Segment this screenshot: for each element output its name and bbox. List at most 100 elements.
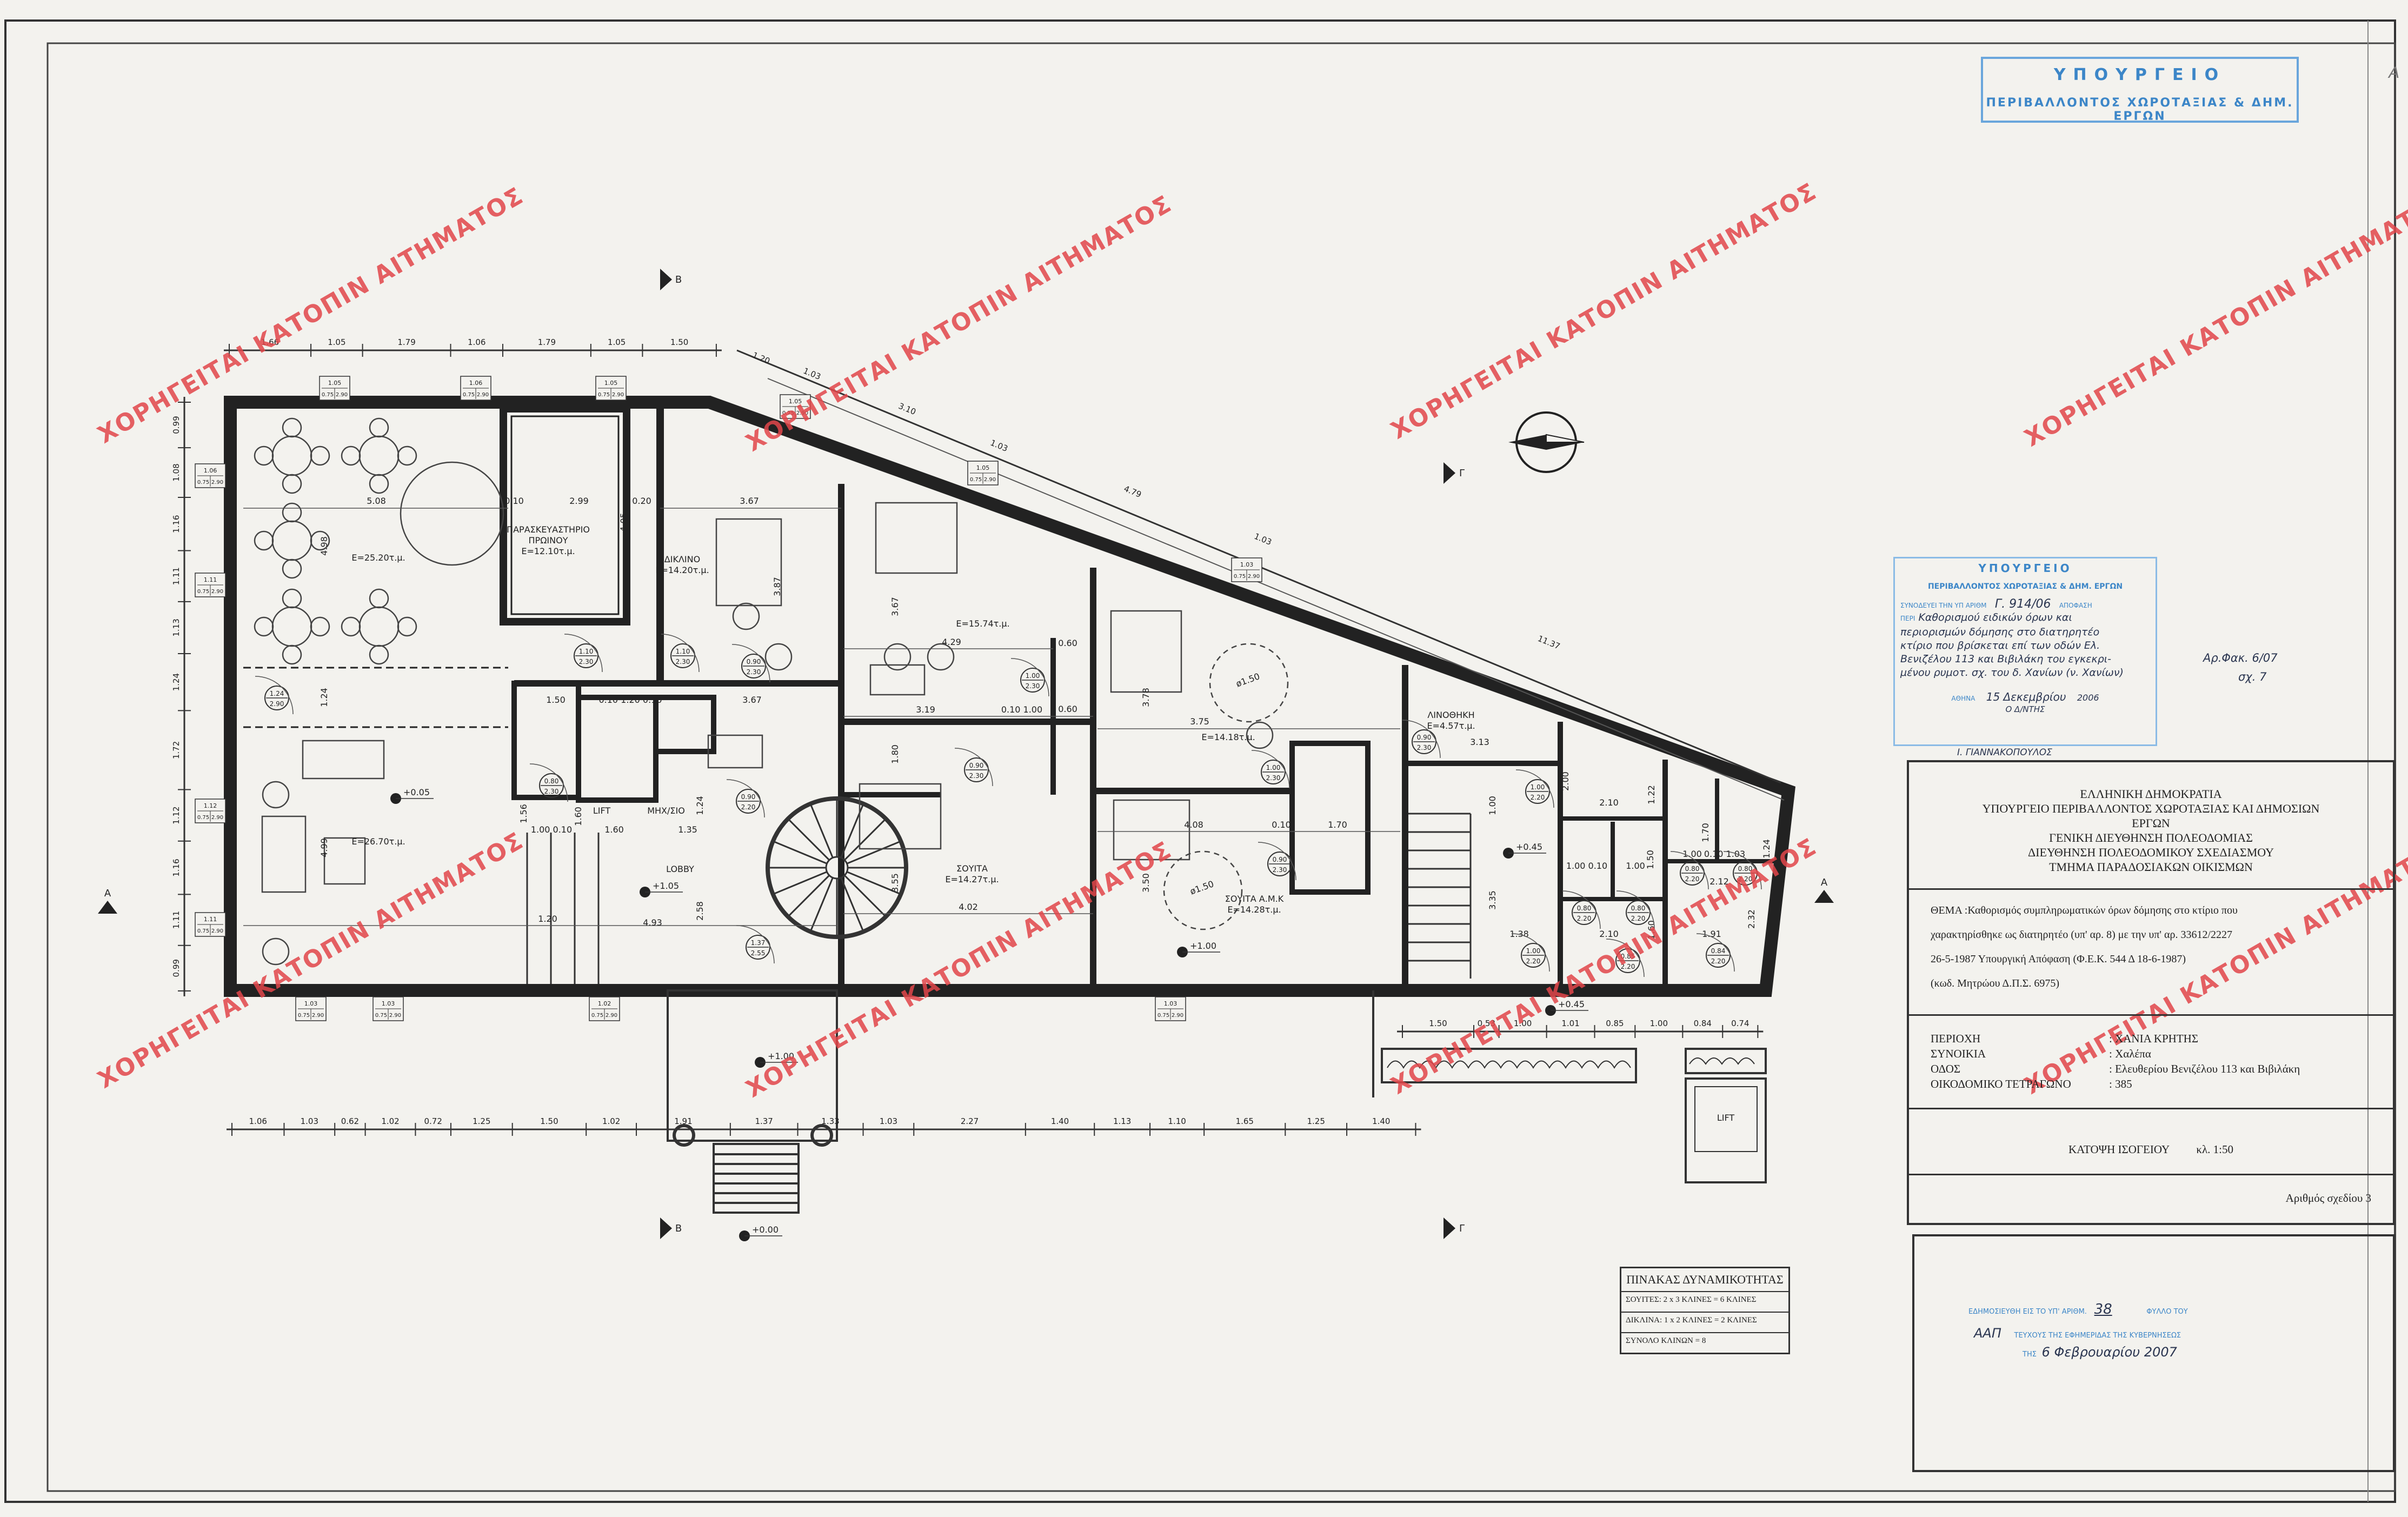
stair-tread [773,840,828,864]
door-width: 0.80 [1631,904,1646,912]
table [358,606,400,647]
level-value: +1.00 [768,1051,794,1061]
room-dimension: 4.02 [959,902,978,912]
room-dimension: 2.99 [569,496,589,506]
room-label: E=4.57τ.μ. [1427,721,1475,731]
bottom-dimension-value: 1.06 [249,1116,267,1126]
door-swing [731,644,770,683]
chair [254,445,274,466]
window-sill: 0.75 [197,589,209,595]
room-dimension: 3.67 [890,597,900,616]
stair-tread [787,818,830,861]
authority-line: ΤΜΗΜΑ ΠΑΡΑΔΟΣΙΑΚΩΝ ΟΙΚΙΣΜΩΝ [2049,860,2253,874]
table [358,435,400,476]
room-label: E=25.20τ.μ. [351,553,405,563]
window-sill: 0.75 [322,392,334,398]
rear-dimension-value: 0.85 [1606,1019,1624,1028]
room-dimension: 1.35 [678,824,697,835]
room-dimension: 1.24 [319,688,329,707]
window-height: 2.90 [211,480,223,485]
room-label: ΣΟΥΙΤΑ [956,863,988,874]
door-height: 2.30 [1273,866,1287,874]
title-block-drawing-number: Αριθμός σχεδίου 3 [1909,1175,2393,1223]
room-label: ΣΟΥΙΤΑ Α.Μ.Κ [1225,894,1284,904]
door-width: 0.90 [969,762,984,769]
entrance-porch [667,989,838,1214]
door-tag: 1.102.30 [564,634,603,673]
field-value: : 385 [2109,1077,2132,1090]
window-sill: 0.75 [197,928,209,934]
chair [282,417,302,438]
stair-tread [787,875,830,917]
furniture-piece [869,664,926,696]
bottom-dimension-value: 1.02 [381,1116,399,1126]
door-width: 1.00 [1266,764,1281,771]
title-block-header: ΕΛΛΗΝΙΚΗ ΔΗΜΟΚΡΑΤΙΑ ΥΠΟΥΡΓΕΙΟ ΠΕΡΙΒΑΛΛΟΝ… [1909,762,2393,890]
level-marker: +1.05 [640,881,683,897]
window-sill: 0.75 [298,1013,310,1019]
door-swing [661,634,700,673]
room-dimension: 3.35 [1487,890,1498,910]
room-label: ΜΗΧ/ΣΙΟ [647,806,685,816]
publication-suffix: ΦΥΛΛΟ ΤΟΥ [2146,1308,2188,1316]
window-height: 2.90 [796,410,808,416]
room-label: E=14.18τ.μ. [1201,732,1255,742]
title-block: ΕΛΛΗΝΙΚΗ ΔΗΜΟΚΡΑΤΙΑ ΥΠΟΥΡΓΕΙΟ ΠΕΡΙΒΑΛΛΟΝ… [1907,760,2395,1225]
room-dimension: 3.75 [1190,716,1209,727]
top-dimension-value: 1.66 [261,337,279,347]
window-width: 1.06 [469,380,483,387]
table [271,606,312,647]
level-value: +0.45 [1516,842,1542,852]
chair [341,616,361,637]
door-tag: 0.842.20 [1696,933,1735,972]
section-label: A [1821,877,1828,888]
title-block-subject: ΘΕΜΑ :Καθορισμός συμπληρωματικών όρων δό… [1909,890,2393,1016]
section-arrow-icon [98,901,117,914]
level-marker: +0.45 [1503,842,1546,859]
room-dimension: 1.70 [1700,823,1711,842]
bottom-dimension-value: 1.91 [674,1116,692,1126]
chair [310,616,330,637]
room-dimension: 1.00 [1626,861,1645,871]
top-dimension-value: 1.50 [670,337,688,347]
furniture-piece [1110,610,1182,693]
left-dimension-value: 0.99 [171,959,181,977]
approval-ref-suffix: ΑΠΟΦΑΣΗ [2059,602,2092,609]
bottom-dimension-value: 1.25 [1307,1116,1325,1126]
door-width: 1.00 [1526,947,1541,955]
section-marker: A [1814,877,1834,903]
bottom-dimension-value: 1.50 [540,1116,558,1126]
door-width: 0.80 [1577,904,1592,912]
publication-date: 6 Φεβρουαρίου 2007 [2041,1345,2177,1360]
level-marker: +0.45 [1545,999,1588,1016]
chair [341,445,361,466]
outdoor-lift-cabin [1694,1086,1758,1152]
chair [397,445,417,466]
level-value: +1.05 [653,881,679,891]
stair-tread [809,877,834,932]
room-dimension: 1.00 0.10 [531,824,572,835]
chair [282,558,302,579]
door-tag: 0.902.30 [731,644,770,683]
stairs [526,796,1472,984]
left-dimension-value: 1.13 [171,618,181,636]
room-dimension: 1.56 [518,804,529,823]
side-table [927,643,955,671]
room-dimension: 5.08 [367,496,386,506]
room-dimension: 1.00 [1487,796,1498,815]
room-dimension: 4.08 [1184,820,1203,830]
door-swing [1010,658,1049,697]
approval-year: 2006 [2077,693,2099,703]
diagonal-dimension-value: 4.79 [1122,484,1143,500]
room-dimension: 0.10 1.03 [1704,849,1745,859]
room-dimension: 0.10 1.20 0.10 [598,695,662,705]
room-dimension: 2.12 [1709,876,1729,887]
left-dimension-value: 1.08 [171,463,181,481]
watermark-text: ΧΟΡΗΓΕΙΤΑΙ ΚΑΤΟΠΙΝ ΑΙΤΗΜΑΤΟΣ [93,182,528,449]
level-value: +0.05 [403,787,430,797]
